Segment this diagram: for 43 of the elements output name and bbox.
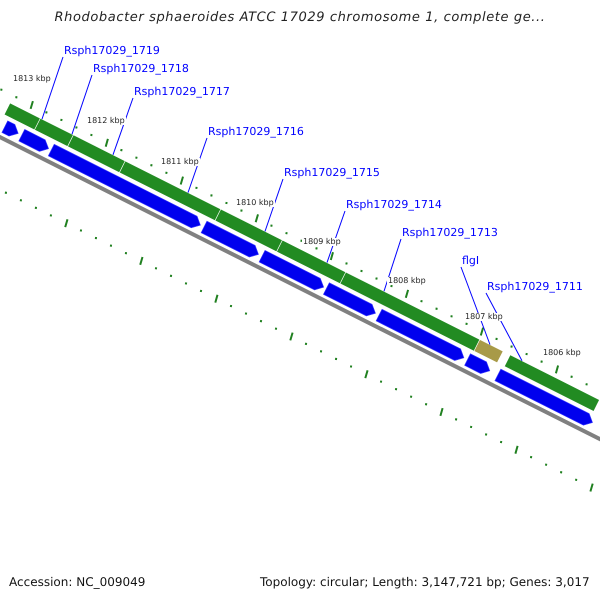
- cds-bar: [376, 308, 464, 361]
- footer-text: Topology: circular; Length: 3,147,721 bp; Genes: 3,017: [260, 576, 590, 588]
- gene-label: Rsph17029_1713: [402, 227, 498, 238]
- scale-label: 1806 kbp: [542, 349, 582, 357]
- leader-line: [384, 238, 402, 292]
- leader-line: [460, 266, 490, 346]
- cds-bar: [18, 129, 49, 152]
- cds-bar: [2, 120, 19, 136]
- gene-bar: [4, 102, 41, 130]
- gene-label: Rsph17029_1715: [284, 167, 380, 178]
- gene-label: Rsph17029_1717: [134, 86, 230, 97]
- scale-label: 1809 kbp: [302, 238, 342, 246]
- scale-label: 1813 kbp: [12, 75, 52, 83]
- gene-bar: [276, 240, 346, 284]
- cds-bar: [258, 250, 324, 290]
- footer-text: Accession: NC_009049: [9, 576, 146, 588]
- leader-line: [486, 292, 522, 362]
- gene-bar: [34, 118, 74, 147]
- leader-line: [112, 98, 134, 156]
- scale-label: 1807 kbp: [464, 313, 504, 321]
- title: Rhodobacter sphaeroides ATCC 17029 chromosome 1, complete ge...: [54, 11, 546, 24]
- gene-label: flgI: [462, 255, 480, 266]
- gene-label: Rsph17029_1716: [208, 126, 304, 137]
- gene-bar: [214, 208, 283, 252]
- leader-line: [188, 138, 208, 194]
- gene-label: Rsph17029_1718: [93, 63, 189, 74]
- gene-label: Rsph17029_1714: [346, 199, 442, 210]
- scale-label: 1812 kbp: [86, 117, 126, 125]
- cds-bar: [48, 144, 201, 228]
- cds-bar: [200, 220, 259, 258]
- gene-label: Rsph17029_1719: [64, 45, 160, 56]
- gene-bar: [474, 339, 504, 364]
- leader-line: [72, 74, 92, 135]
- scale-label: 1810 kbp: [235, 199, 275, 207]
- cds-bar: [494, 368, 593, 426]
- cds-bar: [464, 353, 490, 374]
- scale-label: 1811 kbp: [160, 158, 200, 166]
- cds-bar: [323, 282, 376, 316]
- scale-label: 1808 kbp: [387, 277, 427, 285]
- leader-line: [264, 178, 284, 232]
- gene-label: Rsph17029_1711: [487, 281, 583, 292]
- gene-bar: [67, 134, 126, 173]
- leader-line: [42, 56, 64, 120]
